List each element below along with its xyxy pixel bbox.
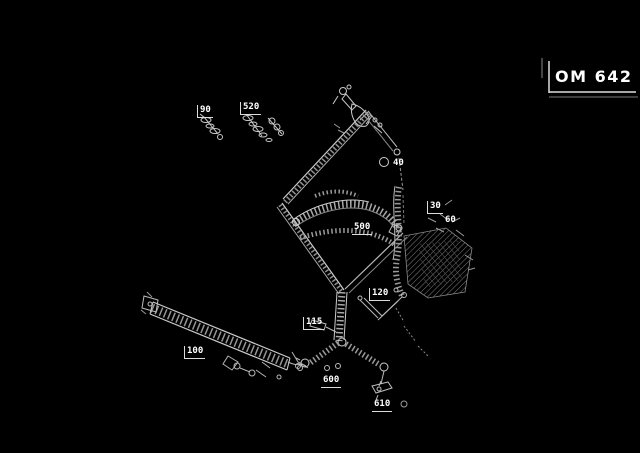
part-callout-600: 600 <box>321 375 342 388</box>
part-callout-60: 60 <box>445 215 456 225</box>
part-callout-40: 40 <box>393 158 404 168</box>
part-callout-115: 115 <box>303 317 325 330</box>
corrugated-hose-center <box>291 189 403 247</box>
hose-clamp-bottom <box>371 380 408 408</box>
part-callout-520: 520 <box>240 102 262 115</box>
engine-block-hatched <box>392 185 476 299</box>
engine-code-bracket <box>541 58 638 98</box>
engine-code-label: OM 642 <box>555 67 633 86</box>
cable-duct-bottom-left <box>140 291 309 371</box>
part-callout-30: 30 <box>427 201 443 214</box>
hose-branch-assembly <box>295 287 429 385</box>
oil-line-diamond <box>276 109 408 295</box>
part-callout-90: 90 <box>197 105 213 118</box>
part-callout-100: 100 <box>184 346 206 359</box>
fastener-group-b <box>242 113 284 142</box>
part-callout-500: 500 <box>352 222 373 235</box>
part-callout-120: 120 <box>369 288 391 301</box>
part-callout-610: 610 <box>372 399 393 412</box>
duct-mounting-hardware <box>222 351 307 380</box>
